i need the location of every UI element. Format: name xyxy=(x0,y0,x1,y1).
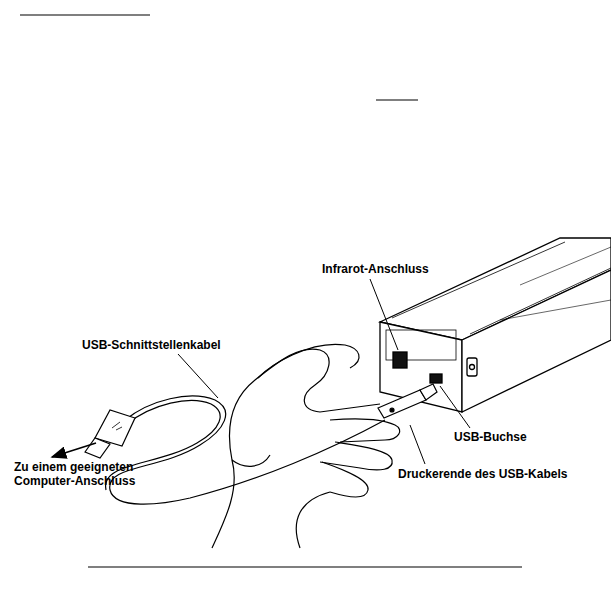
hand-drawing xyxy=(212,344,400,548)
rule-line xyxy=(88,566,522,567)
leader-line xyxy=(52,279,470,464)
rule-line xyxy=(20,14,150,15)
part-label: USB-Buchse xyxy=(454,430,527,444)
note-label: Zu einem geeigneten Computer-Anschluss xyxy=(14,460,154,488)
part-label: Druckerende des USB-Kabels xyxy=(398,467,567,481)
part-label: Infrarot-Anschluss xyxy=(322,262,429,276)
usb-plug xyxy=(85,410,135,458)
usb-cable xyxy=(106,396,385,504)
usb-plug xyxy=(378,384,437,418)
rule-line xyxy=(376,99,418,100)
part-label: USB-Schnittstellenkabel xyxy=(82,338,221,352)
